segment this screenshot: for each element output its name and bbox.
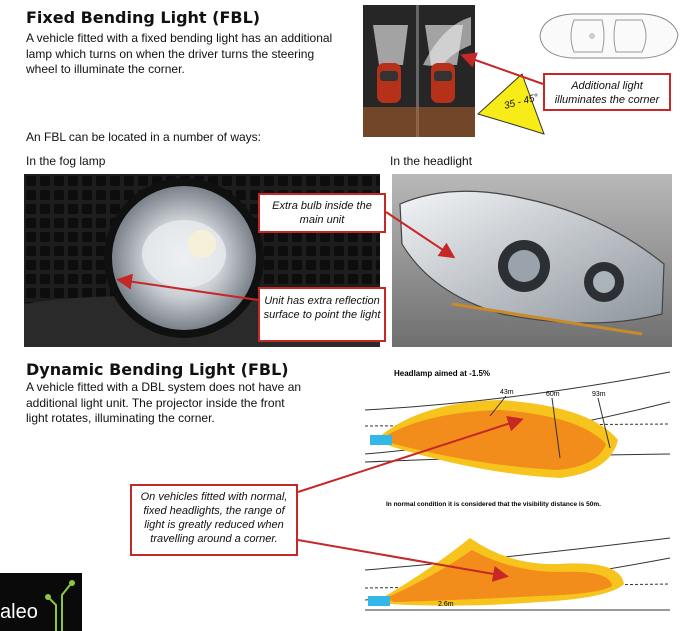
callout-reflection-surface: Unit has extra reflection surface to poi… <box>258 287 386 342</box>
brand-logo: aleo <box>0 573 82 631</box>
distance-60m: 60m <box>546 391 560 398</box>
diagram-note: In normal condition it is considered tha… <box>386 501 601 508</box>
distance-2-6m: 2.6m <box>438 601 454 608</box>
locations-intro: An FBL can be located in a number of way… <box>26 130 262 144</box>
callout-range-reduced: On vehicles fitted with normal, fixed he… <box>130 484 298 556</box>
beam-diagram-straight: Headlamp aimed at -1.5% 43m 60m 93m In n… <box>364 369 671 508</box>
headlight-heading: In the headlight <box>390 154 473 168</box>
diagram-title: Headlamp aimed at -1.5% <box>394 369 490 378</box>
callout-additional-light: Additional light illuminates the corner <box>543 73 671 111</box>
dbl-title: Dynamic Bending Light (FBL) <box>26 360 289 379</box>
callout-extra-bulb: Extra bulb inside the main unit <box>258 193 386 233</box>
logo-text: aleo <box>0 601 38 623</box>
dbl-description: A vehicle fitted with a DBL system does … <box>26 380 302 425</box>
fbl-night-photo <box>363 5 475 137</box>
logo-circuit-icon <box>45 580 75 631</box>
car-outline-illustration <box>539 13 679 59</box>
angle-cone: 35 - 45° <box>477 73 545 135</box>
fbl-description: A vehicle fitted with a fixed bending li… <box>26 31 333 76</box>
headlight-photo <box>392 174 672 347</box>
fog-lamp-heading: In the fog lamp <box>26 154 106 168</box>
distance-93m: 93m <box>592 391 606 398</box>
beam-diagram-corner: 2.6m <box>364 537 671 611</box>
fbl-title: Fixed Bending Light (FBL) <box>26 8 261 27</box>
distance-43m: 43m <box>500 389 514 396</box>
